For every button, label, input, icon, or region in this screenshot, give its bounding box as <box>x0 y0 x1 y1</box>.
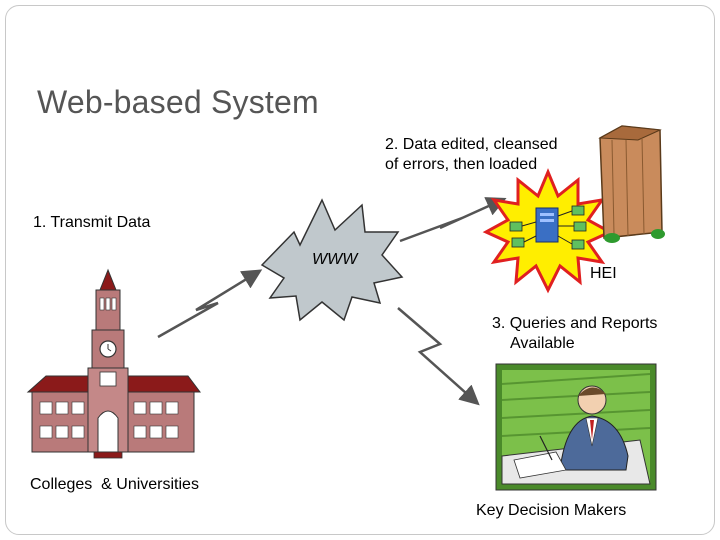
page-title: Web-based System <box>37 84 319 120</box>
arrow-colleges-to-www <box>157 269 263 339</box>
hei-label: HEI <box>590 265 617 282</box>
step-3-label: 3. Queries and Reports Available <box>492 314 657 354</box>
www-cloud-icon <box>260 198 404 322</box>
step-2-line1: 2. Data edited, cleansed <box>385 136 558 153</box>
arrow-www-to-decision-makers <box>397 307 480 406</box>
www-label: WWW <box>312 251 358 268</box>
step-2-label: 2. Data edited, cleansed of errors, then… <box>385 135 558 175</box>
step-1-label: 1. Transmit Data <box>33 214 151 231</box>
step-3-line2: Available <box>510 335 575 352</box>
step-2-line2: of errors, then loaded <box>385 156 538 173</box>
arrow-www-to-hei <box>399 197 507 243</box>
decision-maker-picture <box>495 363 657 491</box>
college-building-icon <box>26 268 201 459</box>
decision-makers-label: Key Decision Makers <box>476 502 627 519</box>
hei-tower-building-icon <box>598 125 665 243</box>
step-3-line1: 3. Queries and Reports <box>492 315 658 332</box>
colleges-label: Colleges & Universities <box>30 476 199 493</box>
